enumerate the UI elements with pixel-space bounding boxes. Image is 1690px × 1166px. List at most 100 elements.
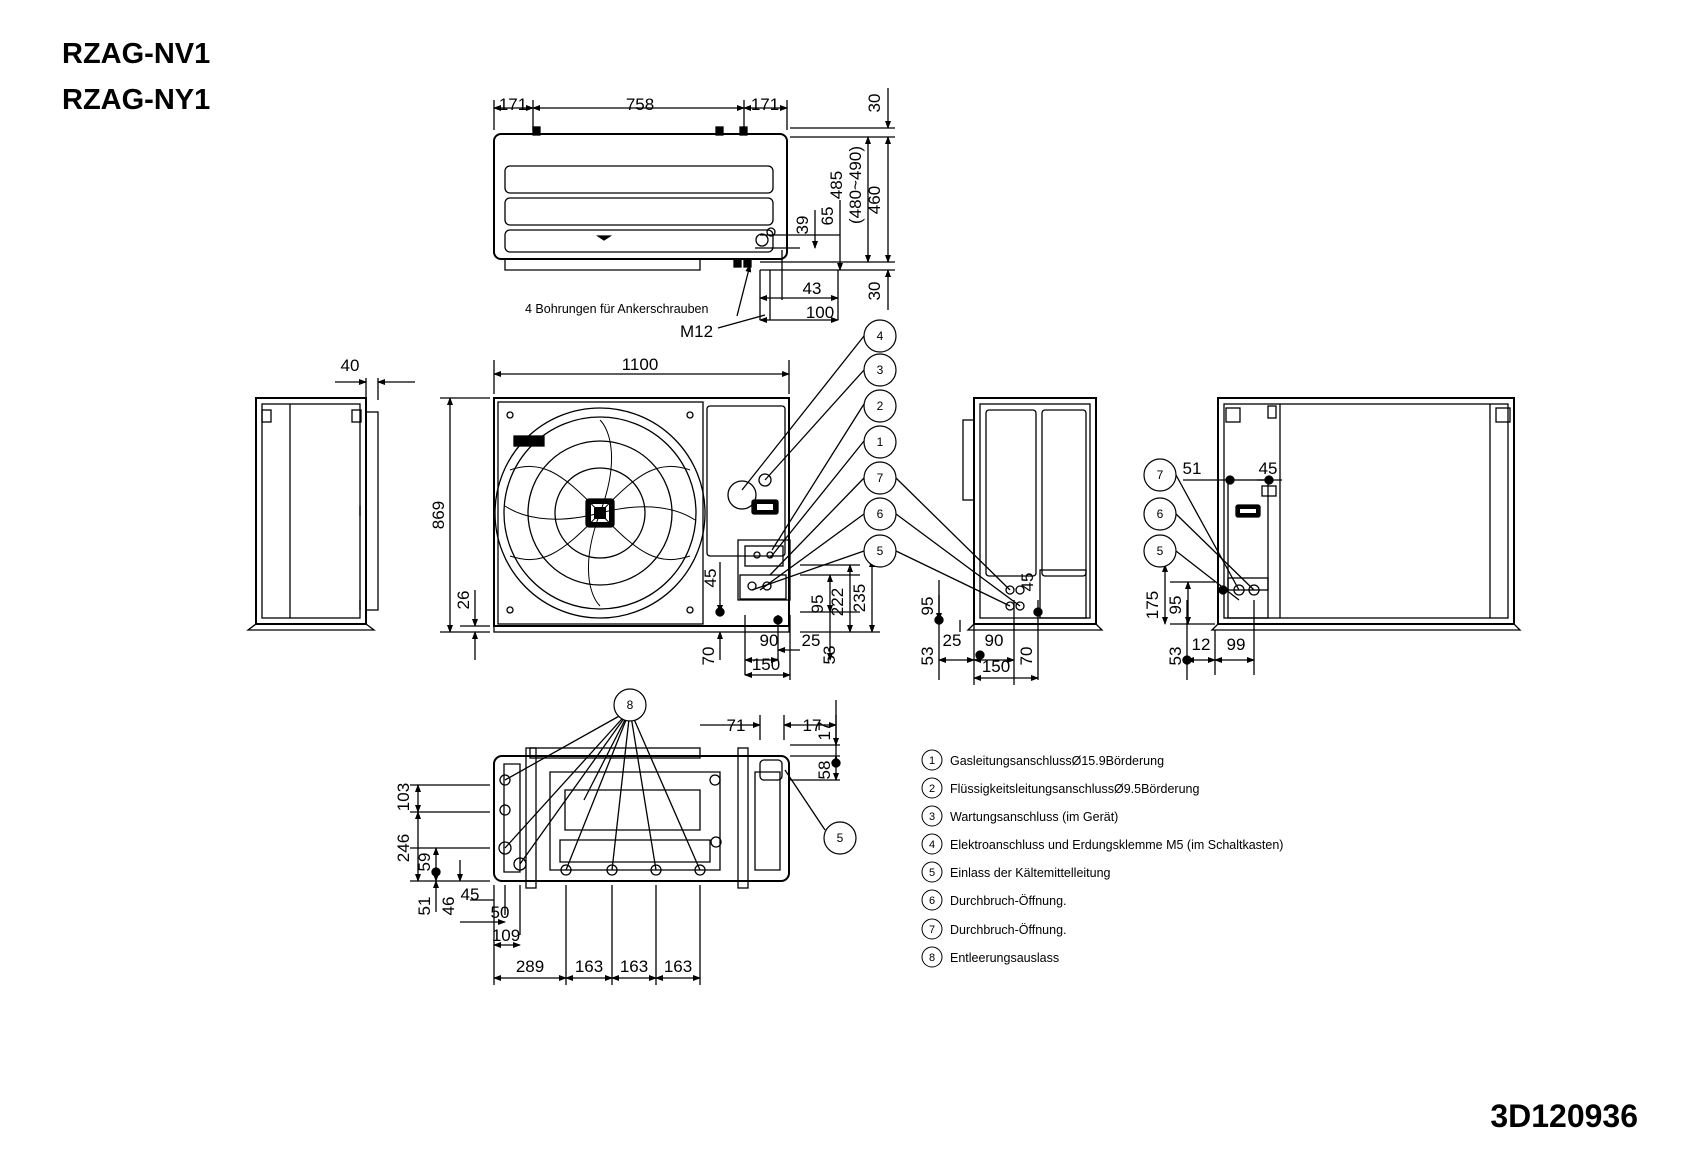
- dim-top-30-lower: 30: [865, 282, 884, 301]
- callout-7-rear: [1143, 458, 1177, 492]
- dim-bottom-58: 58: [815, 761, 834, 780]
- legend-text: Durchbruch-Öffnung.: [950, 923, 1067, 937]
- dim-top-range: (480~490): [846, 146, 865, 224]
- dim-front-26: 26: [454, 591, 473, 610]
- dim-bottom-109: 109: [492, 926, 520, 945]
- legend-item: 3 Wartungsanschluss (im Gerät): [921, 805, 1118, 827]
- dim-bottom-163b: 163: [620, 957, 648, 976]
- dim-bottom-50: 50: [491, 903, 510, 922]
- document-number: 3D120936: [1490, 1098, 1638, 1134]
- dim-right-45: 45: [1018, 573, 1037, 592]
- callout-5-bottom: [823, 821, 857, 855]
- legend-num: 8: [929, 952, 935, 964]
- dim-right-95: 95: [918, 597, 937, 616]
- dim-top-43: 43: [803, 279, 822, 298]
- dim-rear-95: 95: [1166, 596, 1185, 615]
- callout-5-rear-label: 5: [1157, 544, 1164, 558]
- dim-bottom-163c: 163: [664, 957, 692, 976]
- legend-item: 5 Einlass der Kältemittelleitung: [921, 861, 1111, 883]
- callout-4-label: 4: [877, 329, 884, 343]
- dim-side-40: 40: [341, 356, 360, 375]
- legend-item: 7 Durchbruch-Öffnung.: [921, 918, 1067, 940]
- callout-1-front: [863, 425, 897, 459]
- legend-item: 4 Elektroanschluss und Erdungsklemme M5 …: [921, 833, 1283, 855]
- dim-top-485: 485: [827, 171, 846, 199]
- dim-bottom-103: 103: [394, 783, 413, 811]
- callout-7-label: 7: [877, 471, 884, 485]
- dim-rear-12: 12: [1192, 635, 1211, 654]
- left-side-view: [246, 378, 415, 631]
- legend-text: Durchbruch-Öffnung.: [950, 894, 1067, 908]
- dim-top-758: 758: [626, 95, 654, 114]
- bottom-view: [410, 700, 841, 985]
- legend-text: Einlass der Kältemittelleitung: [950, 866, 1111, 880]
- legend-item: 6 Durchbruch-Öffnung.: [921, 889, 1067, 911]
- callout-4-front: [863, 319, 897, 353]
- dim-front-150: 150: [752, 655, 780, 674]
- legend-item: 8 Entleerungsauslass: [921, 946, 1059, 968]
- callout-6-rear: [1143, 497, 1177, 531]
- dim-top-460: 460: [865, 186, 884, 214]
- dim-top-171-left: 171: [499, 95, 527, 114]
- dim-top-65: 65: [818, 207, 837, 226]
- dim-bottom-17a: 17: [803, 716, 822, 735]
- dim-bottom-246: 246: [394, 834, 413, 862]
- dim-top-100: 100: [806, 303, 834, 322]
- legend-num: 5: [929, 867, 935, 879]
- dim-bottom-289: 289: [516, 957, 544, 976]
- legend-text: FlüssigkeitsleitungsanschlussØ9.5Börderu…: [950, 782, 1199, 796]
- legend-item: 2 FlüssigkeitsleitungsanschlussØ9.5Börde…: [921, 777, 1199, 799]
- fan-blades: [504, 419, 696, 607]
- dim-rear-51: 51: [1183, 459, 1202, 478]
- legend-num: 6: [929, 895, 935, 907]
- callout-2-front: [863, 389, 897, 423]
- dim-rear-99: 99: [1227, 635, 1246, 654]
- callout-6-rear-label: 6: [1157, 507, 1164, 521]
- dim-bottom-46: 46: [439, 897, 458, 916]
- dim-front-25: 25: [802, 631, 821, 650]
- callout-6-label: 6: [877, 507, 884, 521]
- legend: 1 GasleitungsanschlussØ15.9Börderung 2 F…: [921, 749, 1283, 968]
- dim-front-53: 53: [820, 646, 839, 665]
- dim-front-235: 235: [850, 584, 869, 612]
- legend-num: 3: [929, 811, 935, 823]
- dim-front-45: 45: [701, 569, 720, 588]
- dim-front-1100: 1100: [622, 355, 659, 374]
- dim-front-95: 95: [808, 595, 827, 614]
- dim-bottom-59: 59: [415, 853, 434, 872]
- legend-text: Elektroanschluss und Erdungsklemme M5 (i…: [950, 838, 1283, 852]
- dim-front-90: 90: [760, 631, 779, 650]
- legend-num: 7: [929, 924, 935, 936]
- legend-num: 2: [929, 783, 935, 795]
- dim-bottom-45: 45: [461, 885, 480, 904]
- legend-num: 4: [929, 839, 935, 851]
- dim-top-39: 39: [793, 216, 812, 235]
- callout-5-bottom-label: 5: [837, 831, 844, 845]
- dim-front-70: 70: [699, 647, 718, 666]
- front-view: [440, 360, 880, 680]
- callout-8-label: 8: [627, 698, 634, 712]
- legend-text: GasleitungsanschlussØ15.9Börderung: [950, 754, 1164, 768]
- callout-1-label: 1: [877, 435, 884, 449]
- dim-right-90: 90: [985, 631, 1004, 650]
- callout-7-rear-label: 7: [1157, 468, 1164, 482]
- anchor-bolt-label: 4 Bohrungen für Ankerschrauben: [525, 302, 709, 316]
- dim-rear-53: 53: [1166, 647, 1185, 666]
- dim-front-222: 222: [828, 588, 847, 616]
- dim-top-171-right: 171: [751, 95, 779, 114]
- dim-right-53: 53: [918, 647, 937, 666]
- legend-num: 1: [929, 755, 935, 767]
- model-name-2: RZAG-NY1: [62, 84, 211, 116]
- callout-2-label: 2: [877, 399, 884, 413]
- dim-right-150: 150: [982, 657, 1010, 676]
- legend-item: 1 GasleitungsanschlussØ15.9Börderung: [921, 749, 1164, 771]
- callout-3-front: [863, 353, 897, 387]
- dim-front-869: 869: [429, 501, 448, 529]
- callout-5-front: [863, 534, 897, 568]
- bolt-size-label: M12: [680, 322, 713, 341]
- dim-bottom-51: 51: [415, 897, 434, 916]
- callout-3-label: 3: [877, 363, 884, 377]
- callout-6-front: [863, 497, 897, 531]
- dim-bottom-71: 71: [727, 716, 746, 735]
- dim-right-25: 25: [943, 631, 962, 650]
